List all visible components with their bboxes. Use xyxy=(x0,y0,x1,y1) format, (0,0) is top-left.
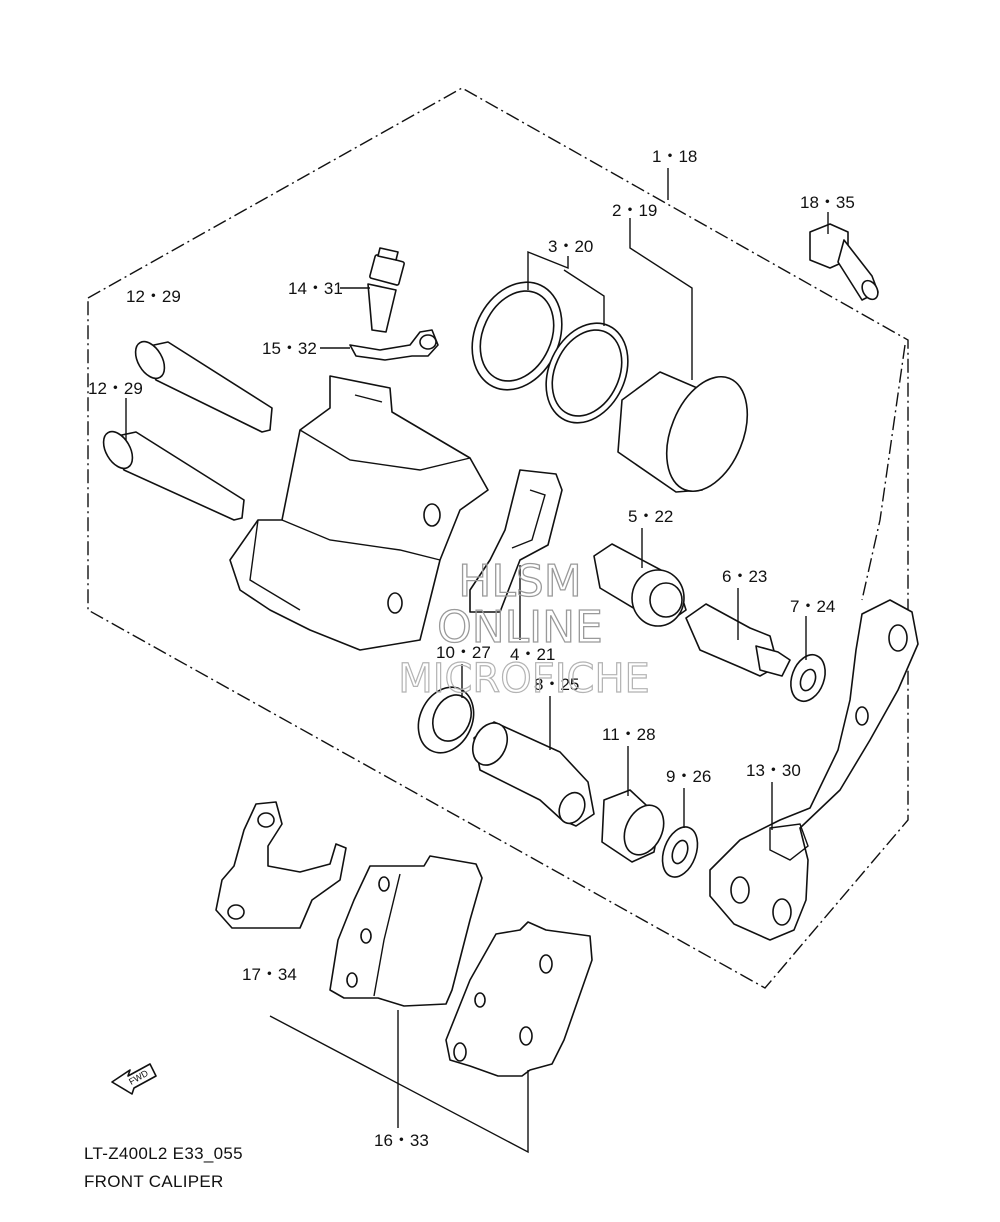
caliper-bracket xyxy=(709,599,919,941)
slide-pin-sleeve xyxy=(593,543,687,627)
watermark: HLSM ONLINE MICROFICHE xyxy=(398,555,651,702)
caliper-body xyxy=(229,375,489,651)
label-part-15: 15・32 xyxy=(262,339,317,358)
bracket-group-line xyxy=(861,344,906,601)
assembly-frame xyxy=(87,87,909,989)
label-part-5: 5・22 xyxy=(628,507,673,526)
label-part-13: 13・30 xyxy=(746,761,801,780)
label-part-10: 10・27 xyxy=(436,643,491,662)
label-part-12a: 12・29 xyxy=(126,287,181,306)
label-part-7: 7・24 xyxy=(790,597,835,616)
pad-shim xyxy=(215,801,347,929)
label-part-17: 17・34 xyxy=(242,965,297,984)
fwd-arrow: FWD xyxy=(111,1063,157,1095)
watermark-line-3: MICROFICHE xyxy=(398,656,650,702)
leader-lines xyxy=(125,168,829,1154)
label-part-16: 16・33 xyxy=(374,1131,429,1150)
label-part-18: 18・35 xyxy=(800,193,855,212)
label-part-6: 6・23 xyxy=(722,567,767,586)
mounting-bolt xyxy=(809,223,879,301)
slide-bolt xyxy=(685,603,791,677)
bleeder-cap xyxy=(349,329,439,361)
dust-boot-11 xyxy=(601,789,665,863)
label-part-2: 2・19 xyxy=(612,201,657,220)
bleeder-valve xyxy=(367,247,405,333)
pad-backing-plate xyxy=(445,921,593,1077)
caliper-piston xyxy=(617,371,749,493)
pad-spring xyxy=(469,469,563,613)
label-part-14: 14・31 xyxy=(288,279,343,298)
watermark-line-1: HLSM xyxy=(458,556,582,607)
label-part-11: 11・28 xyxy=(602,725,656,744)
label-part-1: 1・18 xyxy=(652,147,697,166)
watermark-line-2: ONLINE xyxy=(437,602,603,653)
dust-boot-10 xyxy=(417,686,475,754)
label-part-12b: 12・29 xyxy=(88,379,143,398)
label-part-3: 3・20 xyxy=(548,237,593,256)
label-part-9: 9・26 xyxy=(666,767,711,786)
diagram-title: FRONT CALIPER xyxy=(84,1172,224,1191)
washer-7 xyxy=(790,653,826,703)
piston-seal-inner xyxy=(545,322,629,424)
washer-9 xyxy=(661,826,699,878)
part-labels: 1・18 2・19 3・20 4・21 5・22 6・23 7・24 8・25 … xyxy=(88,147,855,1150)
diagram-code: LT-Z400L2 E33_055 xyxy=(84,1144,243,1163)
guide-pin-upper xyxy=(134,340,273,433)
piston-seal-outer xyxy=(471,281,563,391)
label-part-8: 8・25 xyxy=(534,675,579,694)
slide-pin-8 xyxy=(471,721,595,827)
brake-pad xyxy=(329,855,483,1007)
label-part-4: 4・21 xyxy=(510,645,555,664)
guide-pin-lower xyxy=(102,430,245,521)
